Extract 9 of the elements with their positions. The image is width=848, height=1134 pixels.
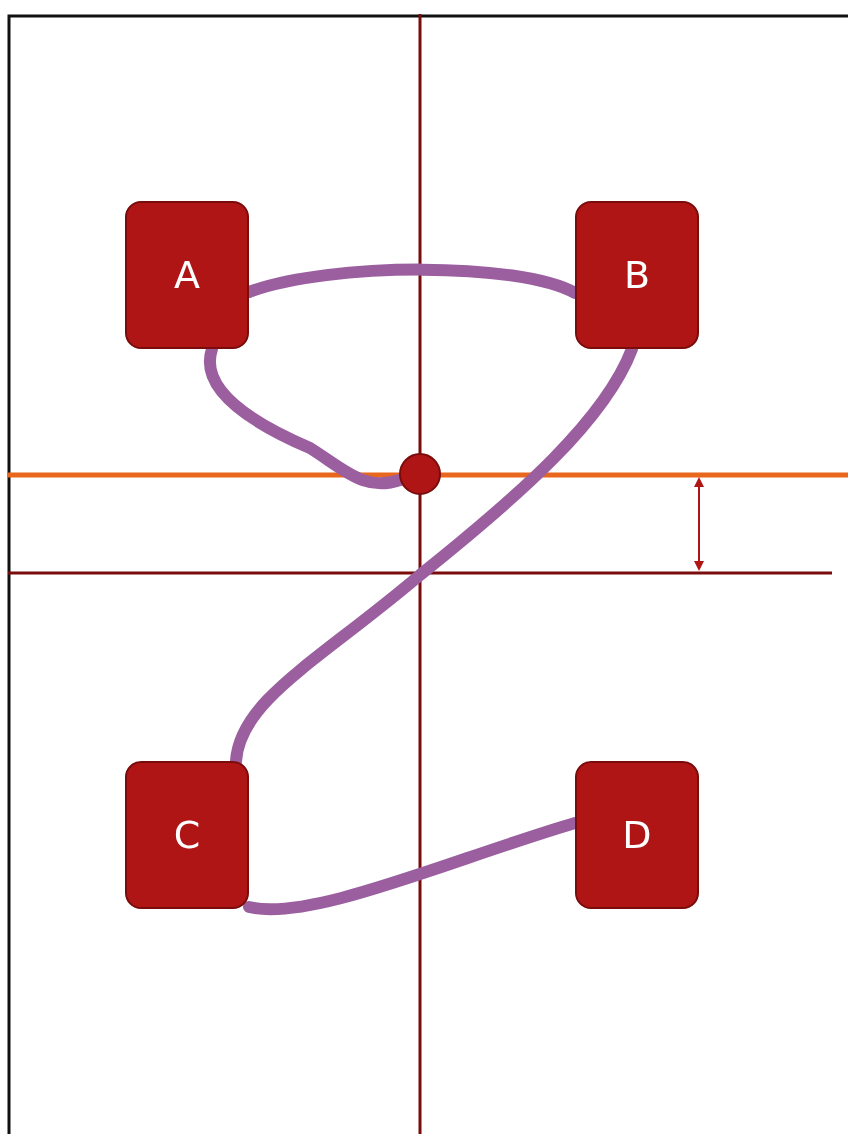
letter-tile	[575, 761, 699, 909]
tile-letter: B	[623, 253, 651, 297]
tile-letter: A	[174, 253, 200, 297]
letter-tile	[125, 761, 249, 909]
letter-tile	[575, 201, 699, 349]
letter-tile	[125, 201, 249, 349]
tile-letter: D	[622, 813, 652, 857]
dot-marker	[399, 453, 441, 495]
tile-letter: C	[173, 813, 201, 857]
